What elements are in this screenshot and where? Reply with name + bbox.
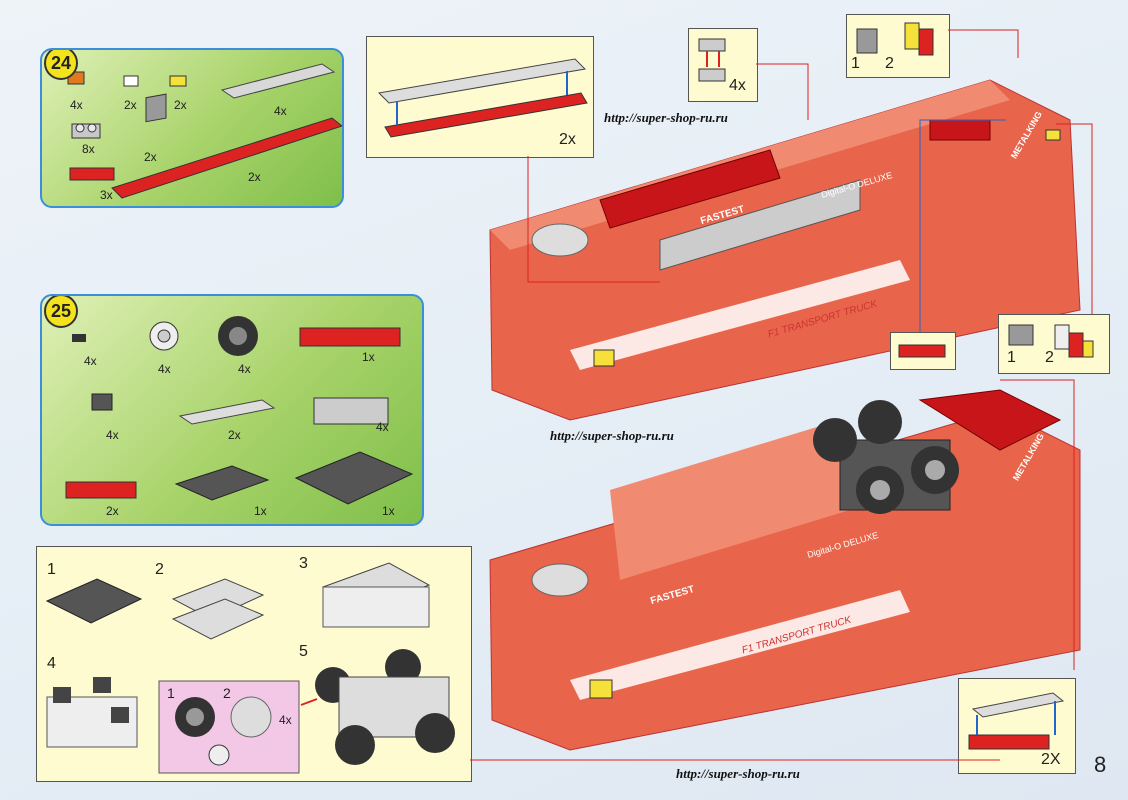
subassembly-panel: 1 2 3 4 5 1 2 4x bbox=[36, 546, 472, 782]
qty-long-grey-tile: 4x bbox=[274, 104, 287, 118]
callout-clip-top-label-1: 1 bbox=[851, 55, 860, 72]
callout-bottom-tile-qty: 2X bbox=[1041, 751, 1061, 768]
sub-step-1: 1 bbox=[47, 561, 56, 578]
callout-clip-top-label-2: 2 bbox=[885, 55, 894, 72]
qty-orange-tile: 4x bbox=[70, 98, 83, 112]
qty-grey-tile: 2x bbox=[228, 428, 241, 442]
callout-bottom-tile: 2X bbox=[958, 678, 1076, 774]
callout-grey-plates-qty: 4x bbox=[729, 77, 746, 94]
qty-dark-plate-large: 1x bbox=[382, 504, 395, 518]
step-number-badge: 24 bbox=[44, 50, 78, 80]
qty-dark-plate: 1x bbox=[254, 504, 267, 518]
qty-red-plate: 2x bbox=[106, 504, 119, 518]
watermark-url-bottom: http://super-shop-ru.ru bbox=[676, 766, 800, 781]
truck-bottom-assembly bbox=[489, 389, 1081, 751]
callout-clip-mid-drawing bbox=[1008, 324, 1094, 358]
callout-clip-mid: 1 2 bbox=[998, 314, 1110, 374]
inset-qty: 4x bbox=[279, 713, 292, 727]
inset-step-1: 1 bbox=[167, 685, 175, 701]
qty-yellow-tile: 2x bbox=[174, 98, 187, 112]
qty-red-plate-long: 1x bbox=[362, 350, 375, 364]
step-number-badge: 25 bbox=[44, 296, 78, 328]
qty-hinge-plate: 4x bbox=[106, 428, 119, 442]
qty-long-red-plate: 2x bbox=[248, 170, 261, 184]
qty-white-tile: 2x bbox=[124, 98, 137, 112]
sub-step-3: 3 bbox=[299, 555, 308, 572]
qty-clip-plate: 2x bbox=[144, 150, 157, 164]
callout-long-tile: 2x bbox=[366, 36, 594, 158]
callout-grey-plates: 4x bbox=[688, 28, 758, 102]
sub-step-5: 5 bbox=[299, 643, 308, 660]
qty-red-plate-small: 3x bbox=[100, 188, 113, 202]
sub-step-2: 2 bbox=[155, 561, 164, 578]
qty-grey-brick: 4x bbox=[376, 420, 389, 434]
step-25-parts bbox=[65, 316, 414, 505]
callout-grey-plates-drawing bbox=[698, 38, 726, 82]
qty-rim: 4x bbox=[158, 362, 171, 376]
callout-red-plate bbox=[890, 332, 956, 370]
qty-tire: 4x bbox=[238, 362, 251, 376]
callout-long-tile-qty: 2x bbox=[559, 131, 576, 148]
callout-long-tile-drawing bbox=[377, 58, 588, 138]
qty-pin: 4x bbox=[84, 354, 97, 368]
step-24-panel: 24 4x 2x 2x 4x 8x 2x 3x 2x bbox=[40, 48, 344, 208]
watermark-url-mid: http://super-shop-ru.ru bbox=[550, 428, 674, 443]
inset-step-2: 2 bbox=[223, 685, 231, 701]
page-number: 8 bbox=[1094, 752, 1107, 777]
callout-clip-top: 1 2 bbox=[846, 14, 950, 78]
sub-step-4: 4 bbox=[47, 655, 56, 672]
callout-clip-mid-label-2: 2 bbox=[1045, 349, 1054, 366]
step-24-parts bbox=[67, 63, 342, 199]
callout-red-plate-drawing bbox=[898, 344, 946, 358]
qty-grey-plate: 8x bbox=[82, 142, 95, 156]
callout-clip-mid-label-1: 1 bbox=[1007, 349, 1016, 366]
callout-clip-top-drawing bbox=[856, 22, 934, 56]
watermark-url-top: http://super-shop-ru.ru bbox=[604, 110, 728, 125]
callout-bottom-tile-drawing bbox=[968, 692, 1065, 750]
step-25-panel: 25 4x 4x 4x 1x 4x 2x 4x 2x 1x 1x bbox=[40, 294, 424, 526]
subassembly-drawing bbox=[45, 562, 455, 774]
